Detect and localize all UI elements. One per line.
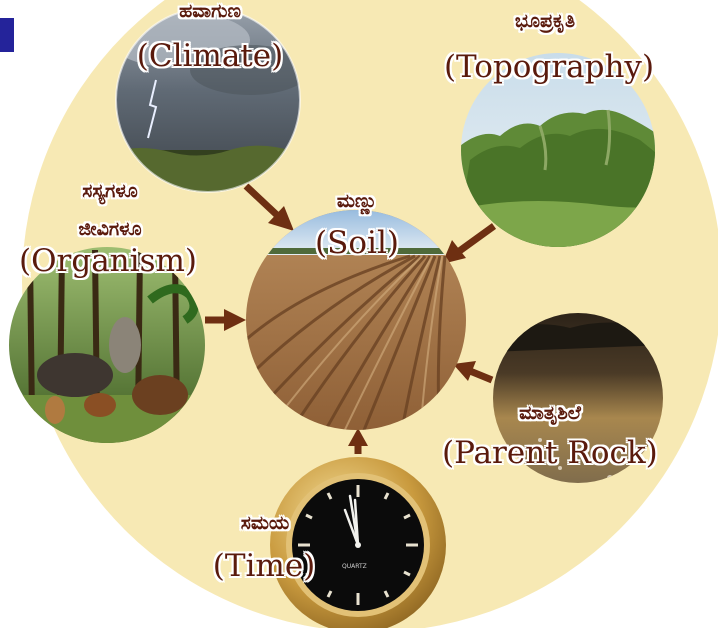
topography-label-english: (Topography) <box>443 49 655 85</box>
climate-label-english: (Climate) <box>136 38 284 74</box>
organism-photo <box>9 247 205 443</box>
organism-label-english: (Organism) <box>19 243 197 279</box>
soil-label-english: (Soil) <box>315 225 399 261</box>
arrow-climate-to-soil <box>243 183 294 231</box>
organism-label-kannada-1: ಸಸ್ಯಗಳೂ <box>82 180 138 202</box>
topography-label-kannada: ಭೂಪ್ರಕೃತಿ <box>514 10 576 32</box>
climate-photo <box>116 8 300 192</box>
clock <box>270 457 446 628</box>
topography-photo <box>461 53 655 247</box>
time-label-english: (Time) <box>212 548 316 584</box>
climate-label-kannada: ಹವಾಗುಣ <box>179 0 241 22</box>
organism-label-kannada-2: ಜೀವಿಗಳೂ <box>78 218 142 240</box>
parent-rock-label-english: (Parent Rock) <box>442 435 658 471</box>
arrow-parent-rock-to-soil <box>453 361 494 384</box>
time-label-kannada: ಸಮಯ <box>240 512 290 534</box>
clock-brand: QUARTZ <box>342 563 367 570</box>
parent-rock-label-kannada: ಮಾತೃಶಿಲೆ <box>519 402 581 424</box>
arrows <box>205 183 497 454</box>
corner-mark <box>0 18 14 52</box>
arrow-organism-to-soil <box>205 309 246 331</box>
arrow-time-to-soil <box>348 428 368 454</box>
soil-label-kannada: ಮಣ್ಣು <box>336 190 378 212</box>
parent-rock-photo <box>493 313 663 483</box>
arrow-topography-to-soil <box>442 223 497 264</box>
